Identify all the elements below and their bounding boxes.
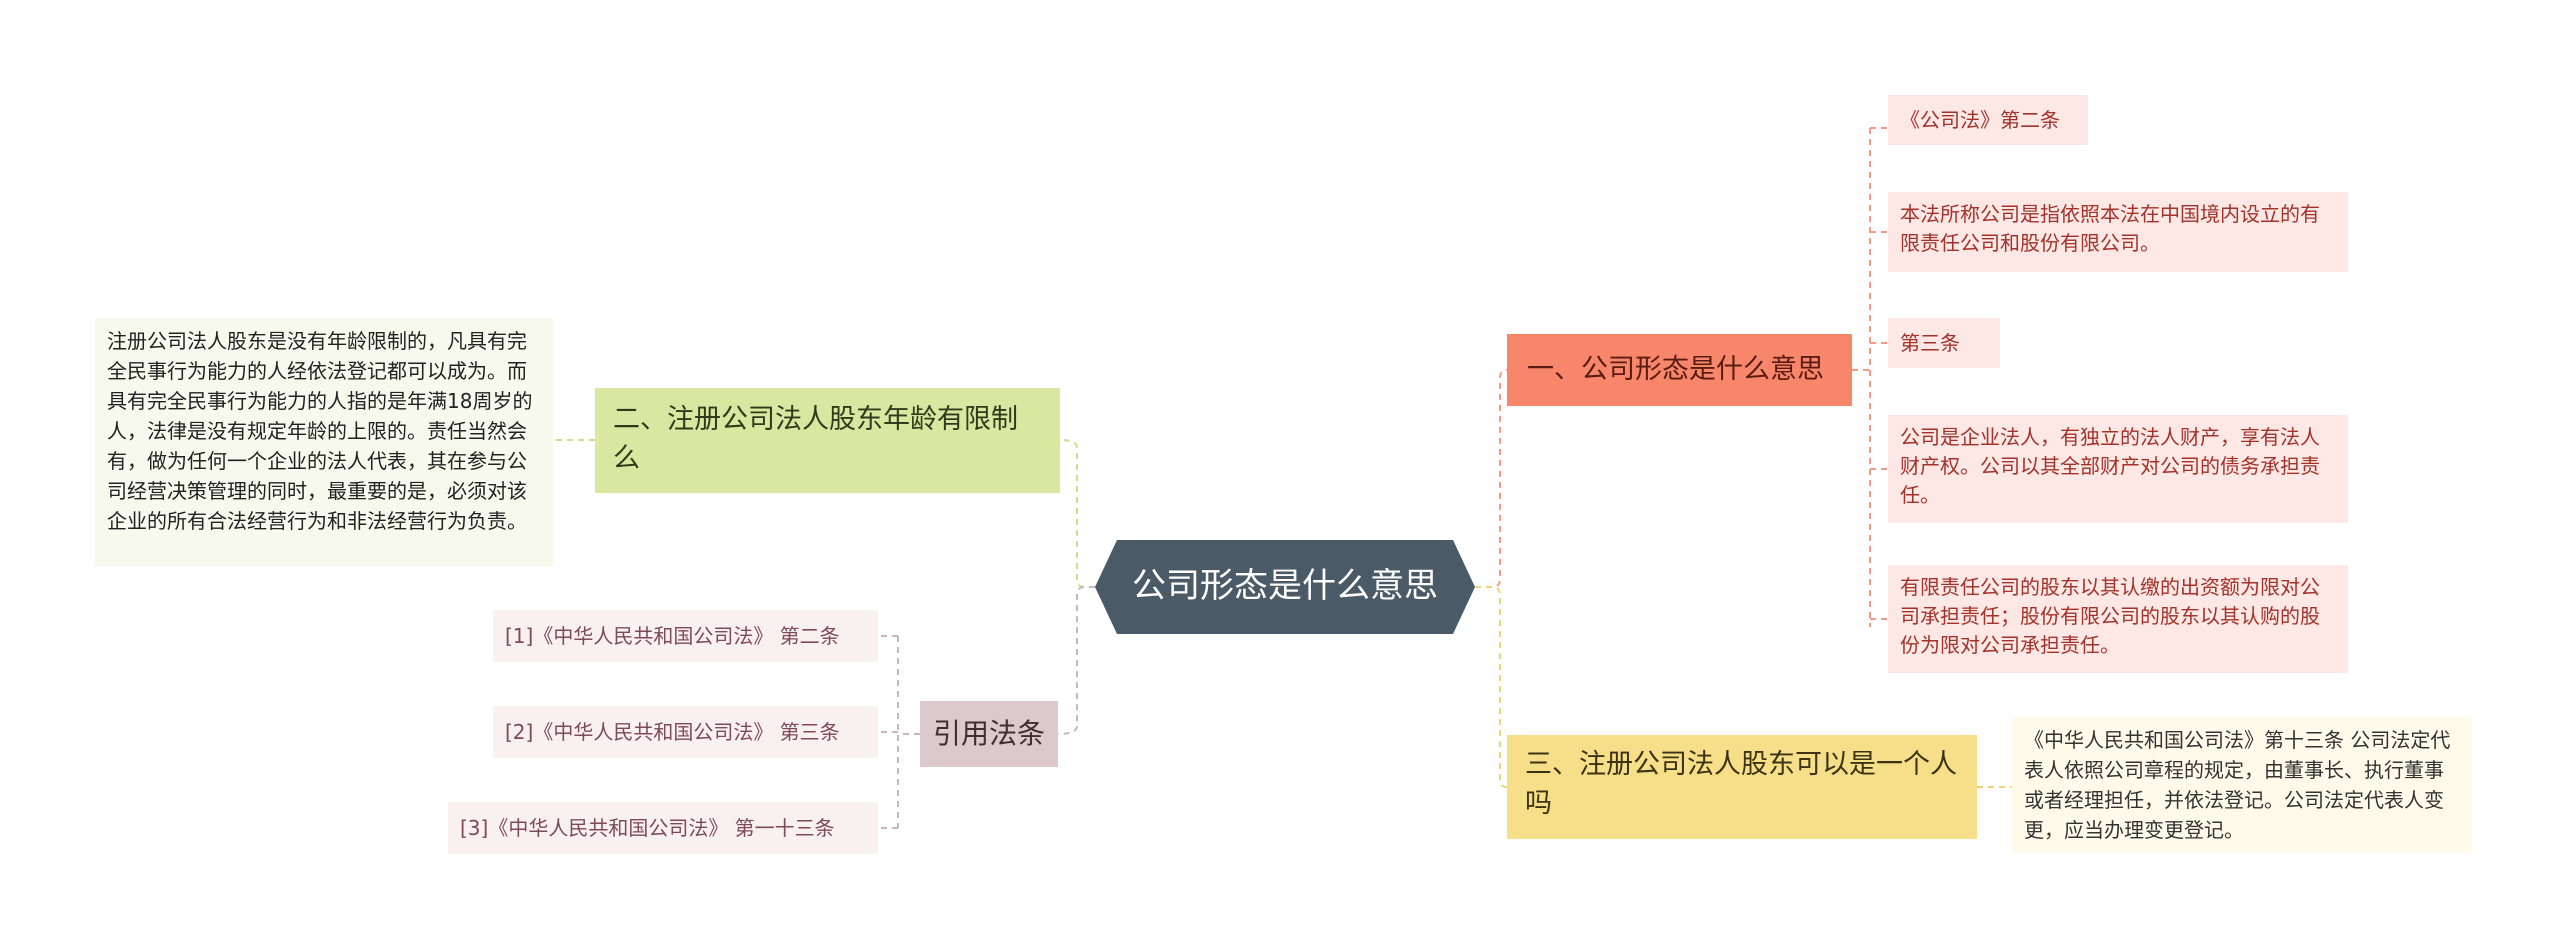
cite-leaf-1[interactable]: [1]《中华人民共和国公司法》 第二条 (493, 610, 878, 662)
connector-center-cite (1057, 586, 1095, 735)
branch-one-leaf-4[interactable]: 公司是企业法人，有独立的法人财产，享有法人财产权。公司以其全部财产对公司的债务承… (1888, 415, 2348, 523)
cite-topic[interactable]: 引用法条 (920, 701, 1058, 767)
connector-center-branch-two (1059, 439, 1095, 588)
branch-three-leaf[interactable]: 《中华人民共和国公司法》第十三条 公司法定代表人依照公司章程的规定，由董事长、执… (2012, 717, 2472, 853)
branch-one-topic[interactable]: 一、公司形态是什么意思 (1507, 334, 1852, 406)
connector-center-branch-three (1475, 586, 1508, 788)
branch-two-leaf[interactable]: 注册公司法人股东是没有年龄限制的，凡具有完全民事行为能力的人经依法登记都可以成为… (95, 318, 553, 566)
branch-one-leaf-3[interactable]: 第三条 (1888, 318, 2000, 368)
cite-leaf-2[interactable]: [2]《中华人民共和国公司法》 第三条 (493, 706, 878, 758)
branch-one-leaf-1[interactable]: 《公司法》第二条 (1888, 95, 2088, 145)
branch-three-topic[interactable]: 三、注册公司法人股东可以是一个人吗 (1507, 735, 1977, 839)
branch-one-leaf-5[interactable]: 有限责任公司的股东以其认缴的出资额为限对公司承担责任；股份有限公司的股东以其认购… (1888, 565, 2348, 673)
branch-one-leaf-2[interactable]: 本法所称公司是指依照本法在中国境内设立的有限责任公司和股份有限公司。 (1888, 192, 2348, 272)
center-topic[interactable]: 公司形态是什么意思 (1095, 540, 1475, 634)
connector-cite-leaves (878, 635, 920, 829)
connector-branch-one-leaves (1852, 127, 1888, 627)
branch-two-topic[interactable]: 二、注册公司法人股东年龄有限制么 (595, 388, 1060, 493)
connector-center-branch-one (1475, 369, 1508, 588)
cite-leaf-3[interactable]: [3]《中华人民共和国公司法》 第一十三条 (448, 802, 878, 854)
